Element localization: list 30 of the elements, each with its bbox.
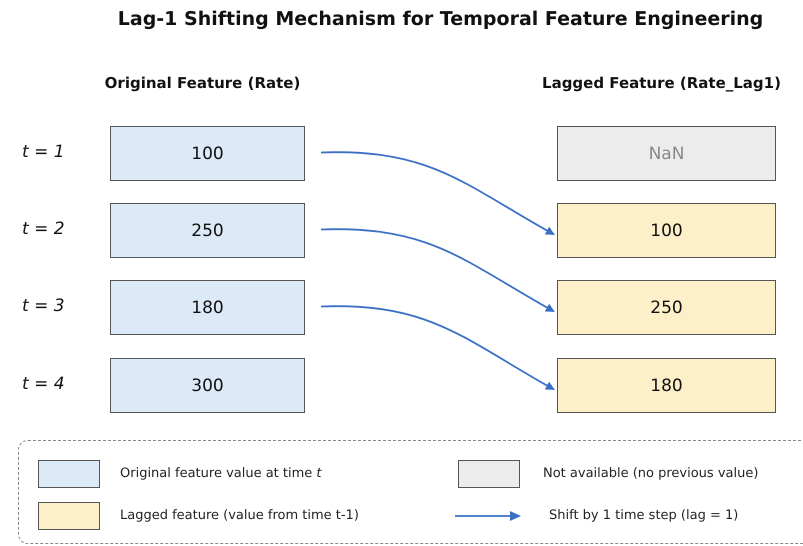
value-box xyxy=(110,203,305,258)
value-box xyxy=(110,358,305,413)
value-box xyxy=(557,280,776,335)
value-text: 300 xyxy=(191,376,224,396)
value-box xyxy=(557,358,776,413)
legend-text: Lagged feature (value from time t-1) xyxy=(120,508,359,523)
value-box xyxy=(110,126,305,181)
legend-text: Not available (no previous value) xyxy=(543,466,758,481)
time-label: t = 3 xyxy=(22,296,65,316)
curved-arrow xyxy=(321,151,555,236)
value-box xyxy=(110,280,305,335)
time-label: t = 2 xyxy=(22,219,65,239)
column-heading: Original Feature (Rate) xyxy=(104,74,302,92)
value-text: 100 xyxy=(191,144,224,164)
value-box xyxy=(557,126,776,181)
curved-arrow xyxy=(321,305,555,390)
title: Lag-1 Shifting Mechanism for Temporal Feature Engineering xyxy=(116,8,764,30)
curved-arrow xyxy=(321,228,555,312)
legend-text: Original feature value at time t xyxy=(120,466,322,481)
value-box xyxy=(557,203,776,258)
time-label: t = 1 xyxy=(22,142,65,162)
legend-text: Shift by 1 time step (lag = 1) xyxy=(549,508,738,523)
time-label: t = 4 xyxy=(22,374,65,394)
value-text: 250 xyxy=(650,298,683,318)
value-text: 100 xyxy=(650,220,683,240)
value-text: 250 xyxy=(191,220,224,240)
value-text: NaN xyxy=(648,144,684,164)
column-heading: Lagged Feature (Rate_Lag1) xyxy=(541,74,782,92)
value-text: 180 xyxy=(191,298,224,318)
value-text: 180 xyxy=(650,376,683,396)
